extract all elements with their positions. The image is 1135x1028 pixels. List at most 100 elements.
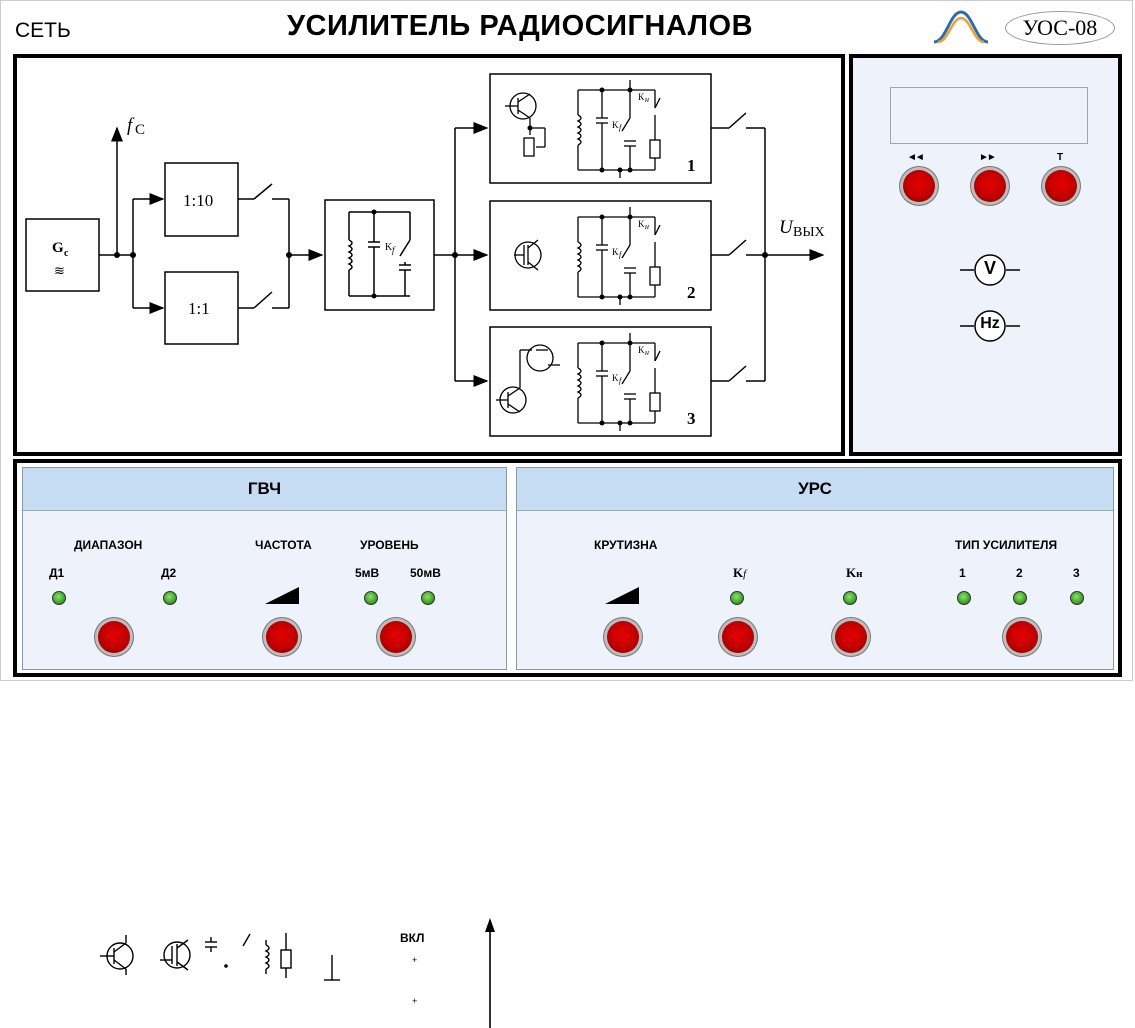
urs-kn-sub: н [856,568,863,580]
kn-button[interactable] [835,621,867,653]
voltmeter-label: V [983,258,996,278]
symbol-legend [100,933,340,981]
ratio-top-label: 1:10 [183,191,213,210]
s2-kn-sub: н [645,222,649,231]
type-1-label: 1 [959,566,966,580]
urs-kf-sub: f [743,568,747,580]
freq-button[interactable] [266,621,298,653]
legend-inductor-icon [264,940,270,974]
type-3-indicator [1070,591,1084,605]
slope-button[interactable] [607,621,639,653]
schematic-panel [13,54,845,456]
s3-kf: K [612,373,619,383]
s2-kf: K [612,247,619,257]
type-3-label: 3 [1073,566,1080,580]
freq-label: ЧАСТОТА [255,538,312,552]
tank-kf-label: K [385,242,393,253]
type-2-indicator [1013,591,1027,605]
kn-indicator [843,591,857,605]
voltmeter-icon [960,254,1020,286]
kf-indicator [730,591,744,605]
d1-indicator [52,591,66,605]
frequency-meter-label: Hz [980,315,1000,332]
s3-kf-sub: f [619,376,623,385]
legend-plus-1: + [412,955,418,965]
range-button[interactable] [98,621,130,653]
tank-block [324,199,435,311]
model-badge: УОС-08 [1005,11,1115,45]
level-50mv-indicator [421,591,435,605]
legend-bjt-icon [100,935,134,975]
s1-kf-sub: f [619,123,623,132]
level-50mv-label: 50мВ [410,566,441,580]
output-sub: ВЫХ [793,225,825,240]
model-label: УОС-08 [1022,15,1098,40]
level-label: УРОВЕНЬ [360,538,419,552]
legend-plus-2: + [412,996,418,1006]
t-label: T [1057,152,1064,163]
page-title: УСИЛИТЕЛЬ РАДИОСИГНАЛОВ [287,10,754,42]
stage-tank-2 [576,207,661,305]
tank-kf-sub: f [392,245,396,255]
power-label: СЕТЬ [15,19,71,42]
legend-ground-icon [324,955,340,981]
s3-kn: K [638,345,645,355]
level-button[interactable] [380,621,412,653]
s2-kn: K [638,219,645,229]
type-2-label: 2 [1016,566,1023,580]
legend-on-label: ВКЛ [400,931,425,945]
bjt-transistor-icon [505,92,546,157]
s1-kn: K [638,92,645,102]
slope-ramp-icon [605,587,639,604]
legend-arrow-icon [485,918,495,1028]
level-5mv-label: 5мВ [355,566,380,580]
forward-label: ►► [979,152,997,163]
fc-label: f [127,115,135,136]
frequency-meter-icon [960,310,1020,342]
s2-kf-sub: f [619,250,623,259]
fc-sub: С [135,122,145,138]
stage-2-number: 2 [687,283,696,302]
t-button[interactable] [1045,170,1077,202]
type-1-indicator [957,591,971,605]
ratio-bottom-label: 1:1 [188,299,210,318]
legend-switch-icon [242,933,251,947]
urs-kf-letter: K [733,565,744,580]
urs-kn-letter: K [846,565,857,580]
stage-1-number: 1 [687,156,696,175]
fet-transistor-icon [514,239,542,271]
legend-fet-icon [160,939,191,971]
urs-title: УРС [517,468,1113,511]
generator-label: G [52,240,64,256]
d1-label: Д1 [49,566,65,580]
stage-tank-3 [576,333,661,431]
d2-label: Д2 [161,566,177,580]
amp-type-label: ТИП УСИЛИТЕЛЯ [955,538,1058,552]
gvch-title: ГВЧ [23,468,506,511]
amp-type-button[interactable] [1006,621,1038,653]
kf-button[interactable] [722,621,754,653]
legend-junction-icon [224,964,228,968]
rewind-label: ◄◄ [907,152,925,163]
output-label: U [779,217,794,238]
wave-icon: ≋ [54,263,65,278]
urs-kn-label: Kн [846,565,862,581]
brand-logo-icon [933,10,989,44]
range-label: ДИАПАЗОН [74,538,143,552]
cascode-transistor-icon [496,344,560,414]
forward-button[interactable] [974,170,1006,202]
s1-kf: K [612,120,619,130]
s3-kn-sub: н [645,348,649,357]
amplifier-schematic: G с ≋ f С 1:10 1:1 K f K f K н K f K н K… [25,73,825,437]
slope-label: КРУТИЗНА [594,538,658,552]
stage-tank-1 [576,80,661,178]
display-screen [890,87,1088,144]
generator-sub: с [64,248,69,259]
rewind-button[interactable] [903,170,935,202]
stage-3-number: 3 [687,409,696,428]
legend-capacitor-icon [205,937,217,952]
legend-resistor-icon [280,933,292,978]
level-5mv-indicator [364,591,378,605]
urs-kf-label: Kf [733,565,746,581]
d2-indicator [163,591,177,605]
